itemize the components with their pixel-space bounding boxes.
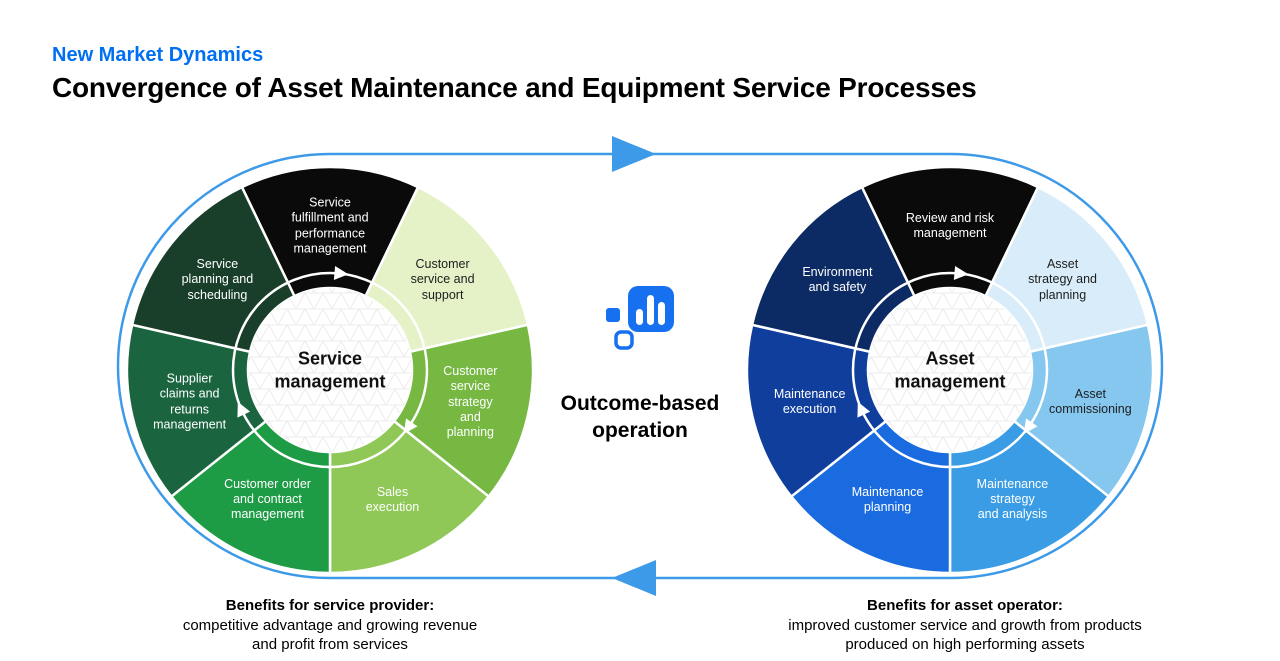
asset-wheel-graphic — [745, 165, 1155, 575]
arrow-left-icon — [612, 560, 656, 596]
service-wheel-graphic — [125, 165, 535, 575]
caption-line: and profit from services — [252, 636, 408, 653]
service-management-wheel: Service fulfillment and performance mana… — [125, 165, 535, 575]
cycle-arrowhead-icon — [333, 266, 349, 280]
caption-line: produced on high performing assets — [845, 636, 1085, 653]
caption-line: improved customer service and growth fro… — [788, 616, 1142, 634]
outcome-label: Outcome-based operation — [500, 390, 780, 445]
loop-path — [116, 152, 1164, 580]
cycle-arrowhead-icon — [857, 401, 871, 418]
cycle-arrowhead-icon — [237, 401, 251, 418]
caption-title: Benefits for service provider: — [225, 597, 435, 614]
arrow-right-icon — [612, 136, 656, 172]
cycle-arrowhead-icon — [1023, 418, 1038, 434]
caption-line: competitive advantage and growing revenu… — [182, 616, 478, 634]
outcome-label-line2: operation — [592, 419, 688, 443]
caption-title: Benefits for asset operator: — [867, 597, 1063, 614]
small-outline-square-icon — [614, 330, 634, 350]
caption-asset-operator: Benefits for asset operator: improved cu… — [750, 596, 1180, 655]
eyebrow: New Market Dynamics — [52, 44, 264, 66]
cycle-arrowhead-icon — [403, 418, 418, 434]
page-title: Convergence of Asset Maintenance and Equ… — [52, 72, 977, 103]
cycle-circle-arrow — [851, 271, 1049, 469]
outcome-icon — [606, 286, 674, 350]
cycle-circle-arrow — [231, 271, 429, 469]
cycle-arrowhead-icon — [953, 266, 969, 280]
caption-service-provider: Benefits for service provider: competiti… — [115, 596, 545, 655]
outcome-label-line1: Outcome-based — [560, 392, 720, 415]
small-square-icon — [606, 308, 620, 322]
